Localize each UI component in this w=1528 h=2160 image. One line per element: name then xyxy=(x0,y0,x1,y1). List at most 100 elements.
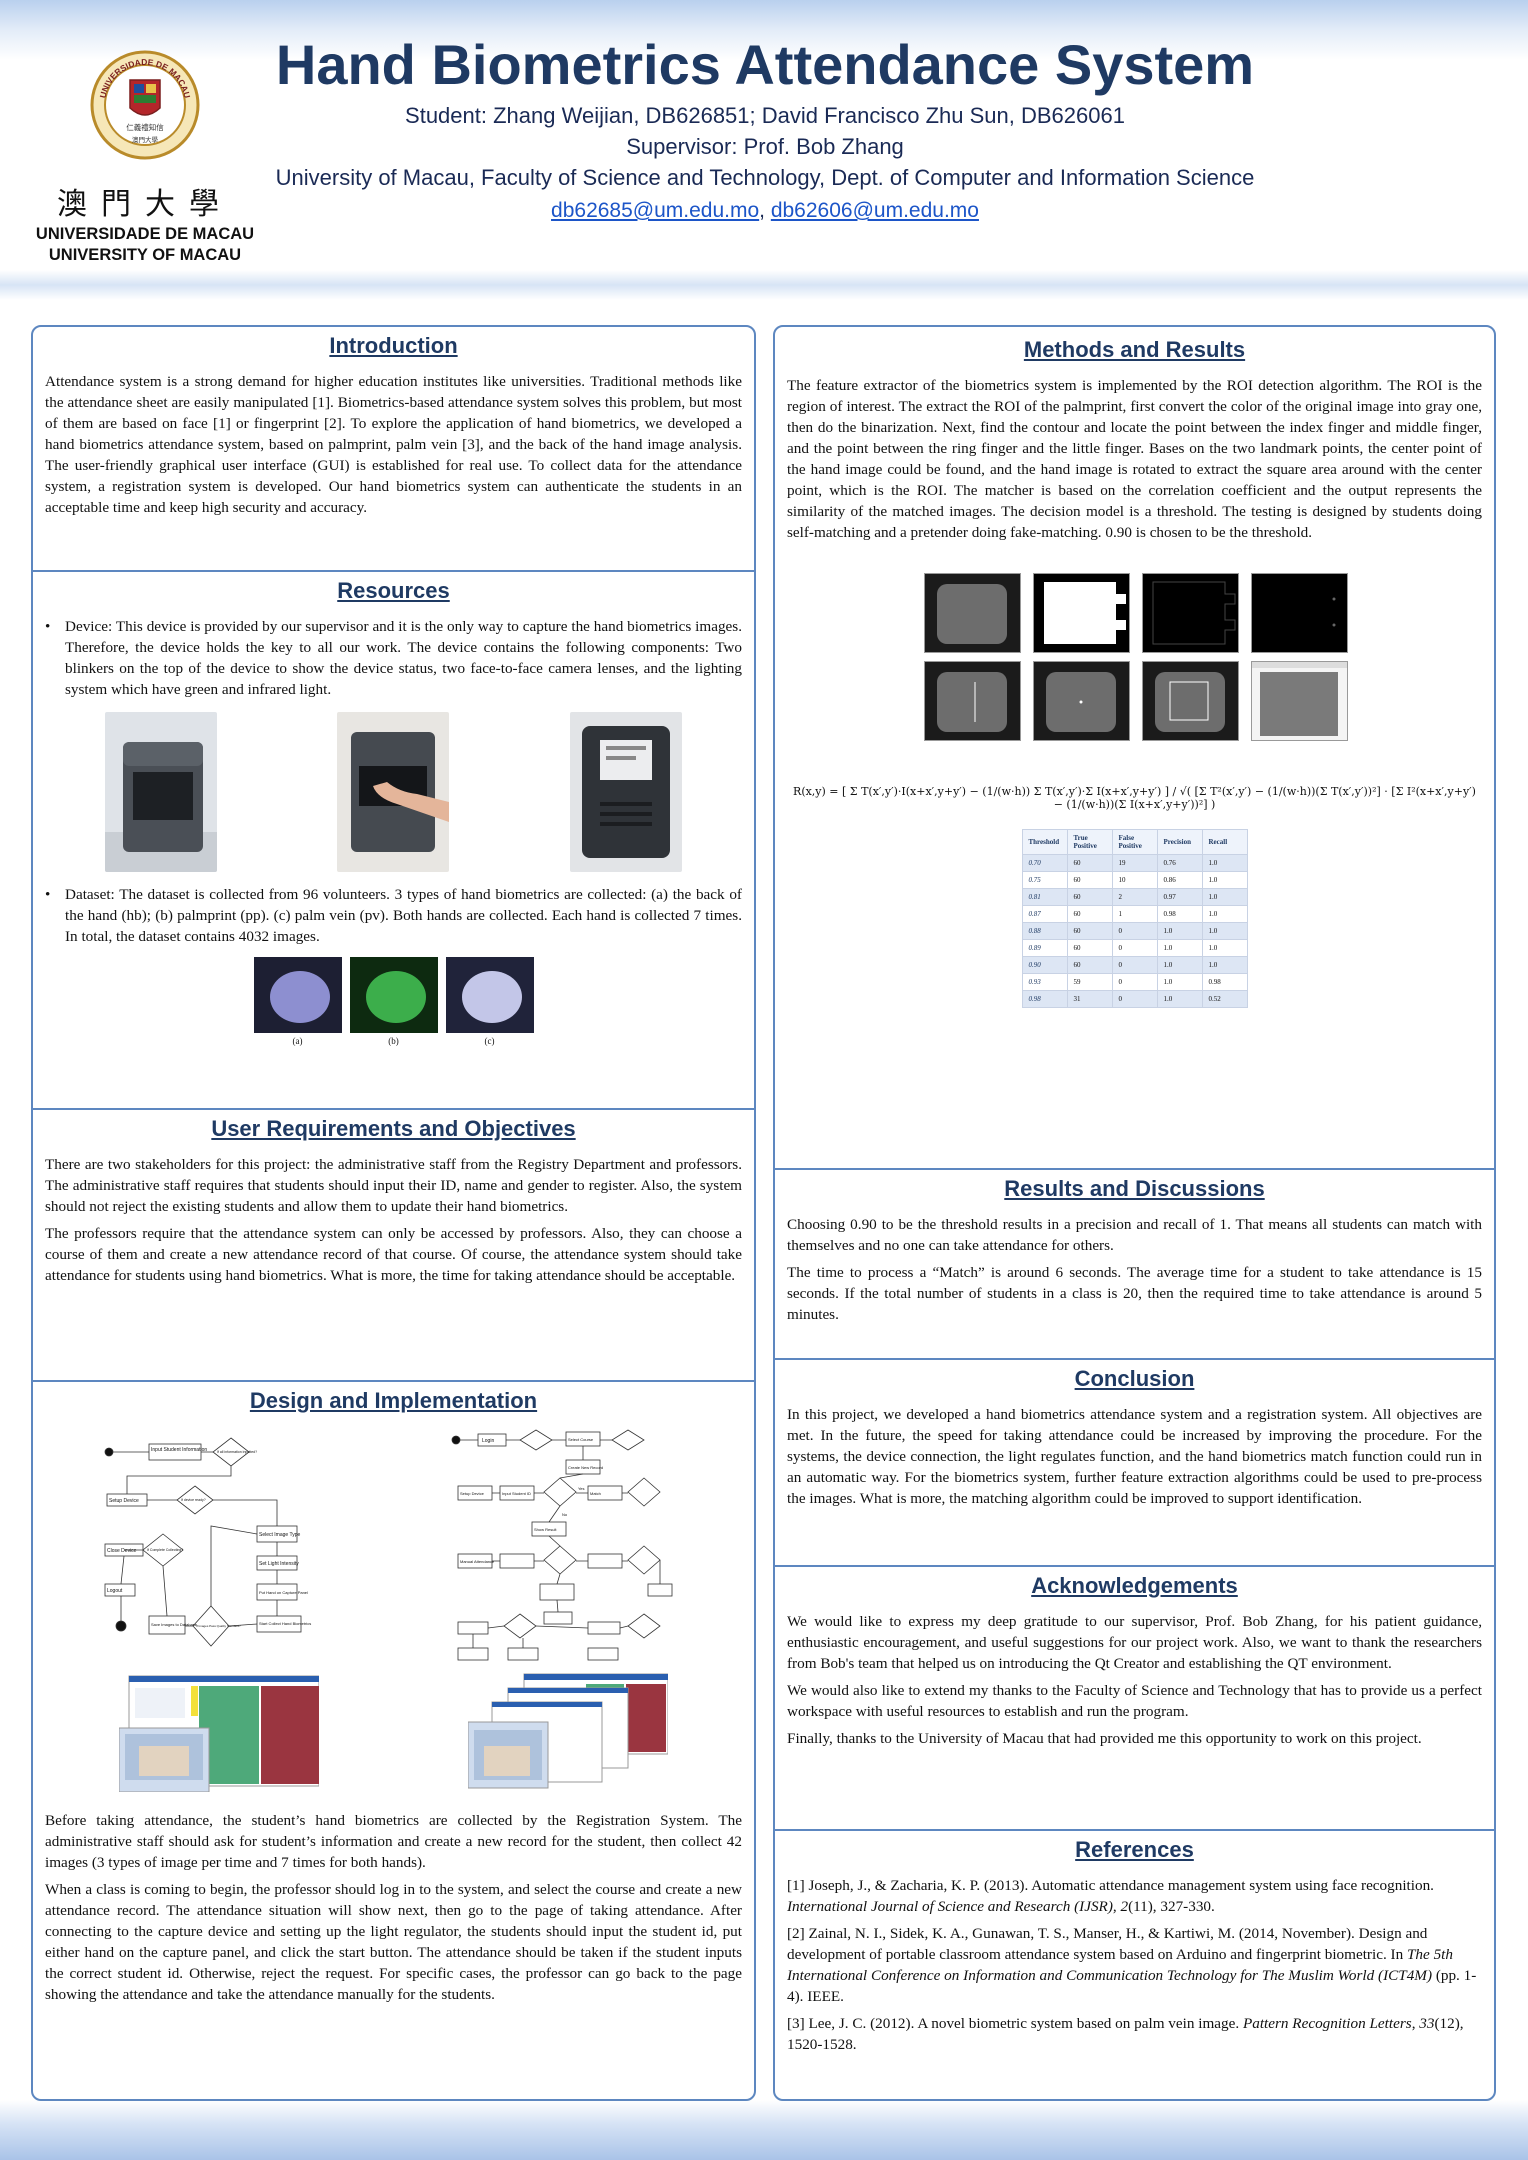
hand-back-image xyxy=(253,957,342,1033)
requirements-title: User Requirements and Objectives xyxy=(211,1116,576,1141)
table-cell: 1.0 xyxy=(1201,939,1248,957)
table-cell: 0.93 xyxy=(1021,973,1068,991)
attendance-flowchart: Login Select Course Create New Record Se… xyxy=(451,1429,673,1661)
requirements-paragraph-1: There are two stakeholders for this proj… xyxy=(45,1156,742,1215)
bullet-icon: • xyxy=(45,618,51,635)
results-section: Results and Discussions Choosing 0.90 to… xyxy=(775,1170,1494,1360)
references-title: References xyxy=(1075,1837,1194,1862)
acknowledgements-paragraph-2: We would also like to extend my thanks t… xyxy=(787,1682,1482,1720)
table-cell: 0.81 xyxy=(1021,888,1068,906)
table-cell: 1.0 xyxy=(1201,956,1248,974)
results-paragraph-1: Choosing 0.90 to be the threshold result… xyxy=(787,1216,1482,1254)
table-cell: 0.98 xyxy=(1021,990,1068,1008)
references-section: References [1] Joseph, J., & Zacharia, K… xyxy=(775,1831,1494,2099)
email-link-2[interactable]: db62606@um.edu.mo xyxy=(770,199,979,222)
correlation-formula: R(x,y) = [ Σ T(x′,y′)·I(x+x′,y+y′) − (1/… xyxy=(793,785,1476,811)
roi-binary-image xyxy=(1032,573,1130,653)
device-photo-front xyxy=(105,712,218,872)
svg-text:Start Collect Hand Biometrics: Start Collect Hand Biometrics xyxy=(259,1621,311,1626)
svg-text:Set Light Intensity: Set Light Intensity xyxy=(259,1561,299,1567)
attendance-gui-screenshot xyxy=(467,1673,668,1789)
registration-flowchart: Input Student Information If all informa… xyxy=(104,1437,312,1647)
methods-title: Methods and Results xyxy=(1023,337,1246,362)
dataset-samples: (a) (b) (c) xyxy=(45,957,742,1046)
dataset-sample-a: (a) xyxy=(253,957,342,1046)
svg-text:If Images Pass Quality Standar: If Images Pass Quality Standard? xyxy=(196,1624,241,1628)
svg-text:If device ready?: If device ready? xyxy=(181,1498,206,1502)
university-seal-icon: UNIVERSIDADE DE MACAU 仁義禮知信 澳門大學 xyxy=(90,50,200,160)
svg-text:Input Student Information: Input Student Information xyxy=(151,1447,207,1453)
reference-2: [2] Zainal, N. I., Sidek, K. A., Gunawan… xyxy=(787,1925,1477,2005)
device-bullet: • Device: This device is provided by our… xyxy=(45,616,742,700)
threshold-results-table: Threshold True Positive False Positive P… xyxy=(1021,829,1248,1008)
logo-portuguese-name: UNIVERSIDADE DE MACAU xyxy=(35,225,255,243)
design-paragraph-2: When a class is coming to begin, the pro… xyxy=(45,1881,742,2003)
introduction-text: Attendance system is a strong demand for… xyxy=(45,373,742,516)
methods-section: Methods and Results The feature extracto… xyxy=(775,327,1494,1170)
requirements-paragraph-2: The professors require that the attendan… xyxy=(45,1225,742,1284)
table-cell: 1.0 xyxy=(1156,990,1203,1008)
table-cell: 60 xyxy=(1066,956,1113,974)
svg-text:Save Images to Database: Save Images to Database xyxy=(151,1622,198,1627)
table-cell: 0 xyxy=(1111,939,1158,957)
bullet-icon: • xyxy=(45,886,51,903)
methods-text: The feature extractor of the biometrics … xyxy=(787,377,1482,541)
table-cell: 0.70 xyxy=(1021,854,1068,872)
reference-3: [3] Lee, J. C. (2012). A novel biometric… xyxy=(787,2015,1464,2053)
table-cell: 0 xyxy=(1111,956,1158,974)
dataset-label: (c) xyxy=(484,1036,495,1046)
table-cell: 31 xyxy=(1066,990,1113,1008)
svg-text:澳門大學: 澳門大學 xyxy=(132,135,159,144)
svg-text:Match: Match xyxy=(590,1491,601,1496)
table-header: Recall xyxy=(1201,829,1248,855)
header-background xyxy=(0,0,1528,300)
svg-text:Select Course: Select Course xyxy=(568,1437,594,1442)
acknowledgements-paragraph-1: We would like to express my deep gratitu… xyxy=(787,1613,1482,1672)
table-cell: 1.0 xyxy=(1156,956,1203,974)
roi-square-image xyxy=(1141,661,1239,741)
logo-chinese-name: 澳門大學 xyxy=(57,187,233,222)
email-link-1[interactable]: db62685@um.edu.mo xyxy=(551,199,760,222)
resources-title: Resources xyxy=(337,578,450,603)
affiliation-line: University of Macau, Faculty of Science … xyxy=(275,165,1255,190)
table-cell: 0 xyxy=(1111,973,1158,991)
table-header: True Positive xyxy=(1066,829,1113,855)
svg-text:If all information inputted?: If all information inputted? xyxy=(217,1450,257,1454)
table-cell: 0.90 xyxy=(1021,956,1068,974)
table-cell: 1.0 xyxy=(1201,905,1248,923)
design-section: Design and Implementation xyxy=(33,1382,754,2099)
table-cell: 0 xyxy=(1111,990,1158,1008)
email-separator: , xyxy=(759,199,771,222)
table-cell: 60 xyxy=(1066,888,1113,906)
conclusion-text: In this project, we developed a hand bio… xyxy=(787,1406,1482,1507)
table-cell: 0.86 xyxy=(1156,871,1203,889)
svg-text:Yes: Yes xyxy=(578,1486,585,1491)
palmprint-image xyxy=(349,957,438,1033)
conclusion-section: Conclusion In this project, we developed… xyxy=(775,1360,1494,1567)
dataset-label: (a) xyxy=(292,1036,303,1046)
table-cell: 1.0 xyxy=(1156,973,1203,991)
table-cell: 60 xyxy=(1066,922,1113,940)
svg-text:If Complete Collecting?: If Complete Collecting? xyxy=(147,1548,183,1552)
flowcharts: Input Student Information If all informa… xyxy=(45,1426,742,1666)
svg-text:仁義禮知信: 仁義禮知信 xyxy=(126,122,164,132)
table-header-row: Threshold True Positive False Positive P… xyxy=(1021,829,1248,855)
email-line: db62685@um.edu.mo, db62606@um.edu.mo xyxy=(240,199,1290,223)
roi-center-image xyxy=(1032,661,1130,741)
svg-text:Create New Record: Create New Record xyxy=(568,1465,603,1470)
table-cell: 0.87 xyxy=(1021,905,1068,923)
poster-title: Hand Biometrics Attendance System xyxy=(275,33,1255,96)
table-cell: 19 xyxy=(1111,854,1158,872)
svg-text:Logout: Logout xyxy=(107,1588,123,1594)
table-cell: 0.89 xyxy=(1021,939,1068,957)
device-photo-back xyxy=(569,712,682,872)
table-cell: 0.98 xyxy=(1201,973,1248,991)
footer-background xyxy=(0,2100,1528,2160)
table-cell: 2 xyxy=(1111,888,1158,906)
